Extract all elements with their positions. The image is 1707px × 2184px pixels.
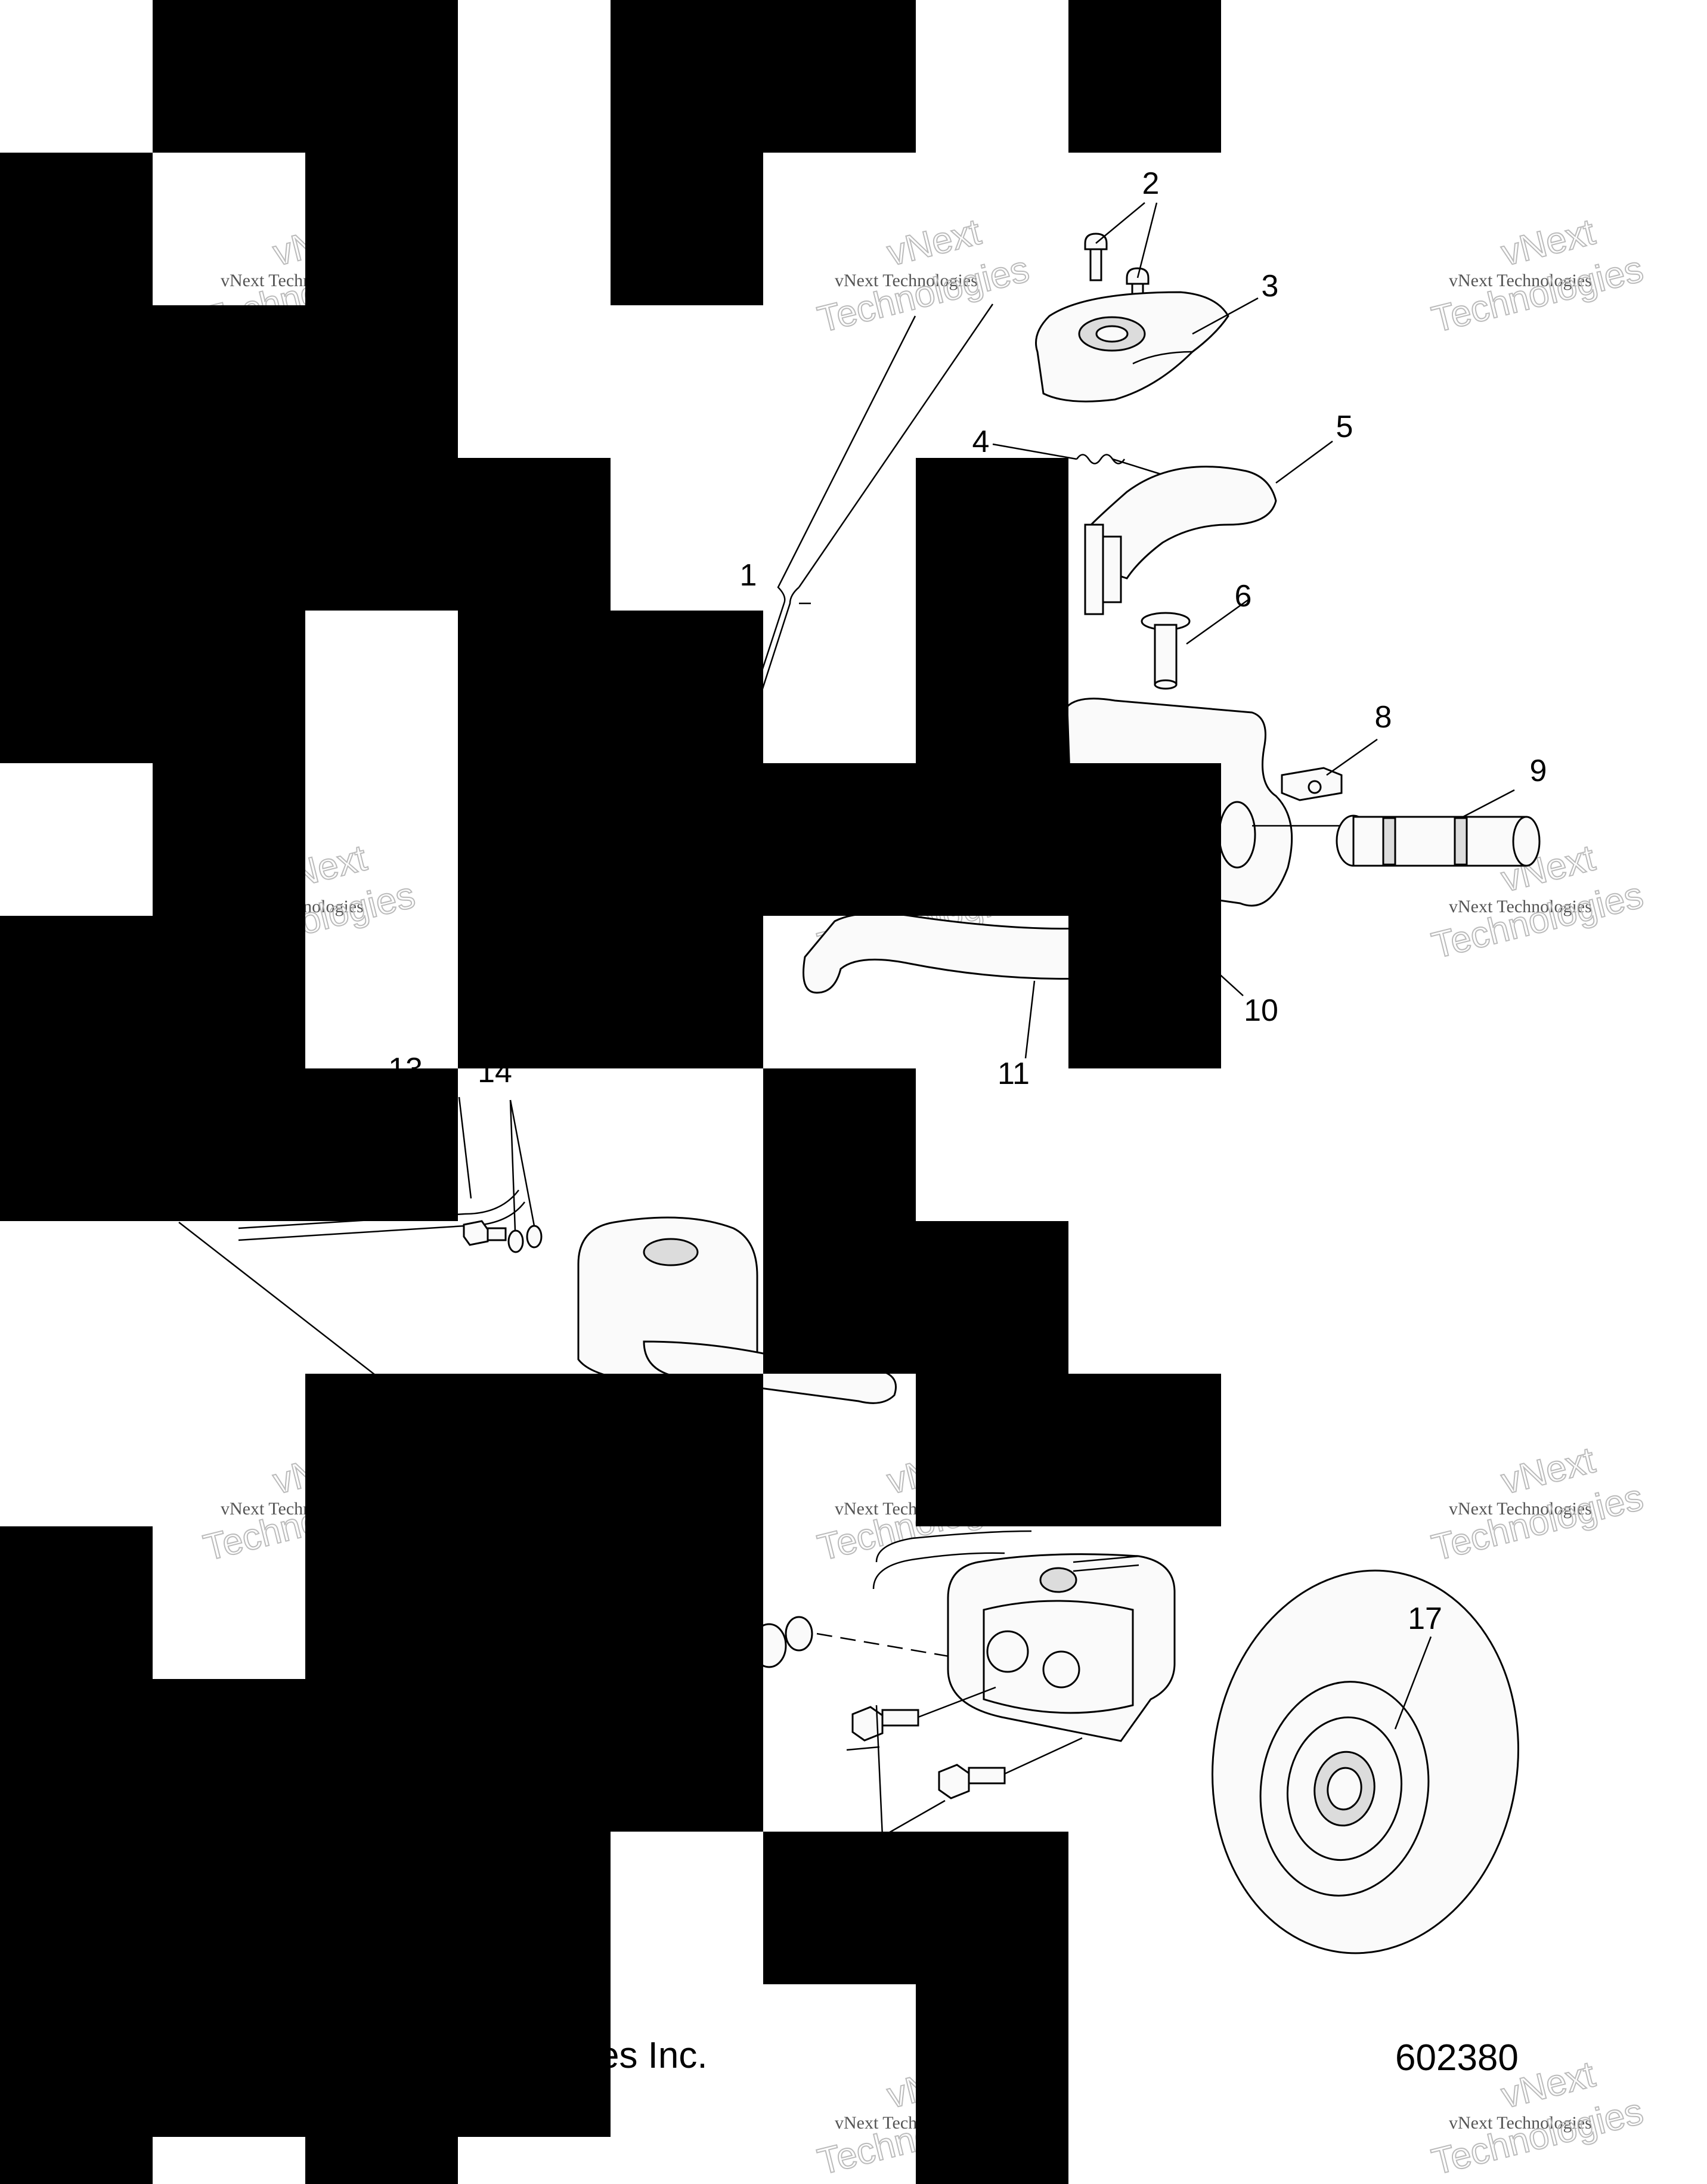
redaction-blocks (0, 0, 1221, 2184)
watermark: vNext vNext Technologies Technologies (1427, 210, 1648, 341)
callout-9: 9 (1530, 754, 1547, 788)
svg-text:vNext Technologies: vNext Technologies (1449, 1499, 1592, 1519)
watermark: vNext vNext Technologies Technologies (1427, 1439, 1648, 1569)
watermark: vNext vNext Technologies Technologies (813, 210, 1034, 341)
callout-17: 17 (1408, 1601, 1442, 1636)
callout-2: 2 (1142, 166, 1160, 201)
svg-text:vNext Technologies: vNext Technologies (1449, 271, 1592, 290)
part-pivot-pin (1141, 612, 1191, 690)
callout-6: 6 (1235, 579, 1252, 614)
footer: ris Industries Inc. 602380 (428, 2035, 1519, 2078)
part-spring (1076, 454, 1167, 477)
callout-4: 4 (972, 425, 990, 459)
part-caliper-bolts (851, 1686, 1083, 1799)
callout-14: 14 (478, 1055, 512, 1089)
callout-5: 5 (1336, 410, 1353, 444)
callout-8: 8 (1375, 700, 1392, 735)
diagram-number: 602380 (1395, 2037, 1519, 2078)
callout-13: 13 (388, 1052, 423, 1086)
callout-10: 10 (1244, 993, 1278, 1028)
callout-3: 3 (1262, 269, 1279, 303)
svg-text:vNext Technologies: vNext Technologies (1449, 2113, 1592, 2133)
part-banjo-bolt (463, 1220, 507, 1246)
part-caliper (872, 1552, 1176, 1742)
svg-text:vNext Technologies: vNext Technologies (835, 271, 978, 290)
leader-lines (178, 202, 1515, 1838)
callout-1: 1 (740, 558, 757, 593)
callout-11: 11 (997, 1057, 1030, 1091)
callout-labels: 2 3 4 5 1 6 8 9 10 11 13 14 17 (388, 166, 1547, 1636)
part-brake-disc (1212, 1569, 1519, 1954)
part-caliper-dash (816, 1632, 984, 1663)
part-lever (1084, 466, 1277, 615)
part-switch (1281, 767, 1343, 801)
part-cover (1035, 291, 1229, 402)
svg-text:vNext Technologies: vNext Technologies (1449, 897, 1592, 916)
part-piston (1252, 814, 1541, 867)
part-washers (507, 1225, 543, 1253)
copyright-text: ris Industries Inc. (428, 2035, 708, 2076)
